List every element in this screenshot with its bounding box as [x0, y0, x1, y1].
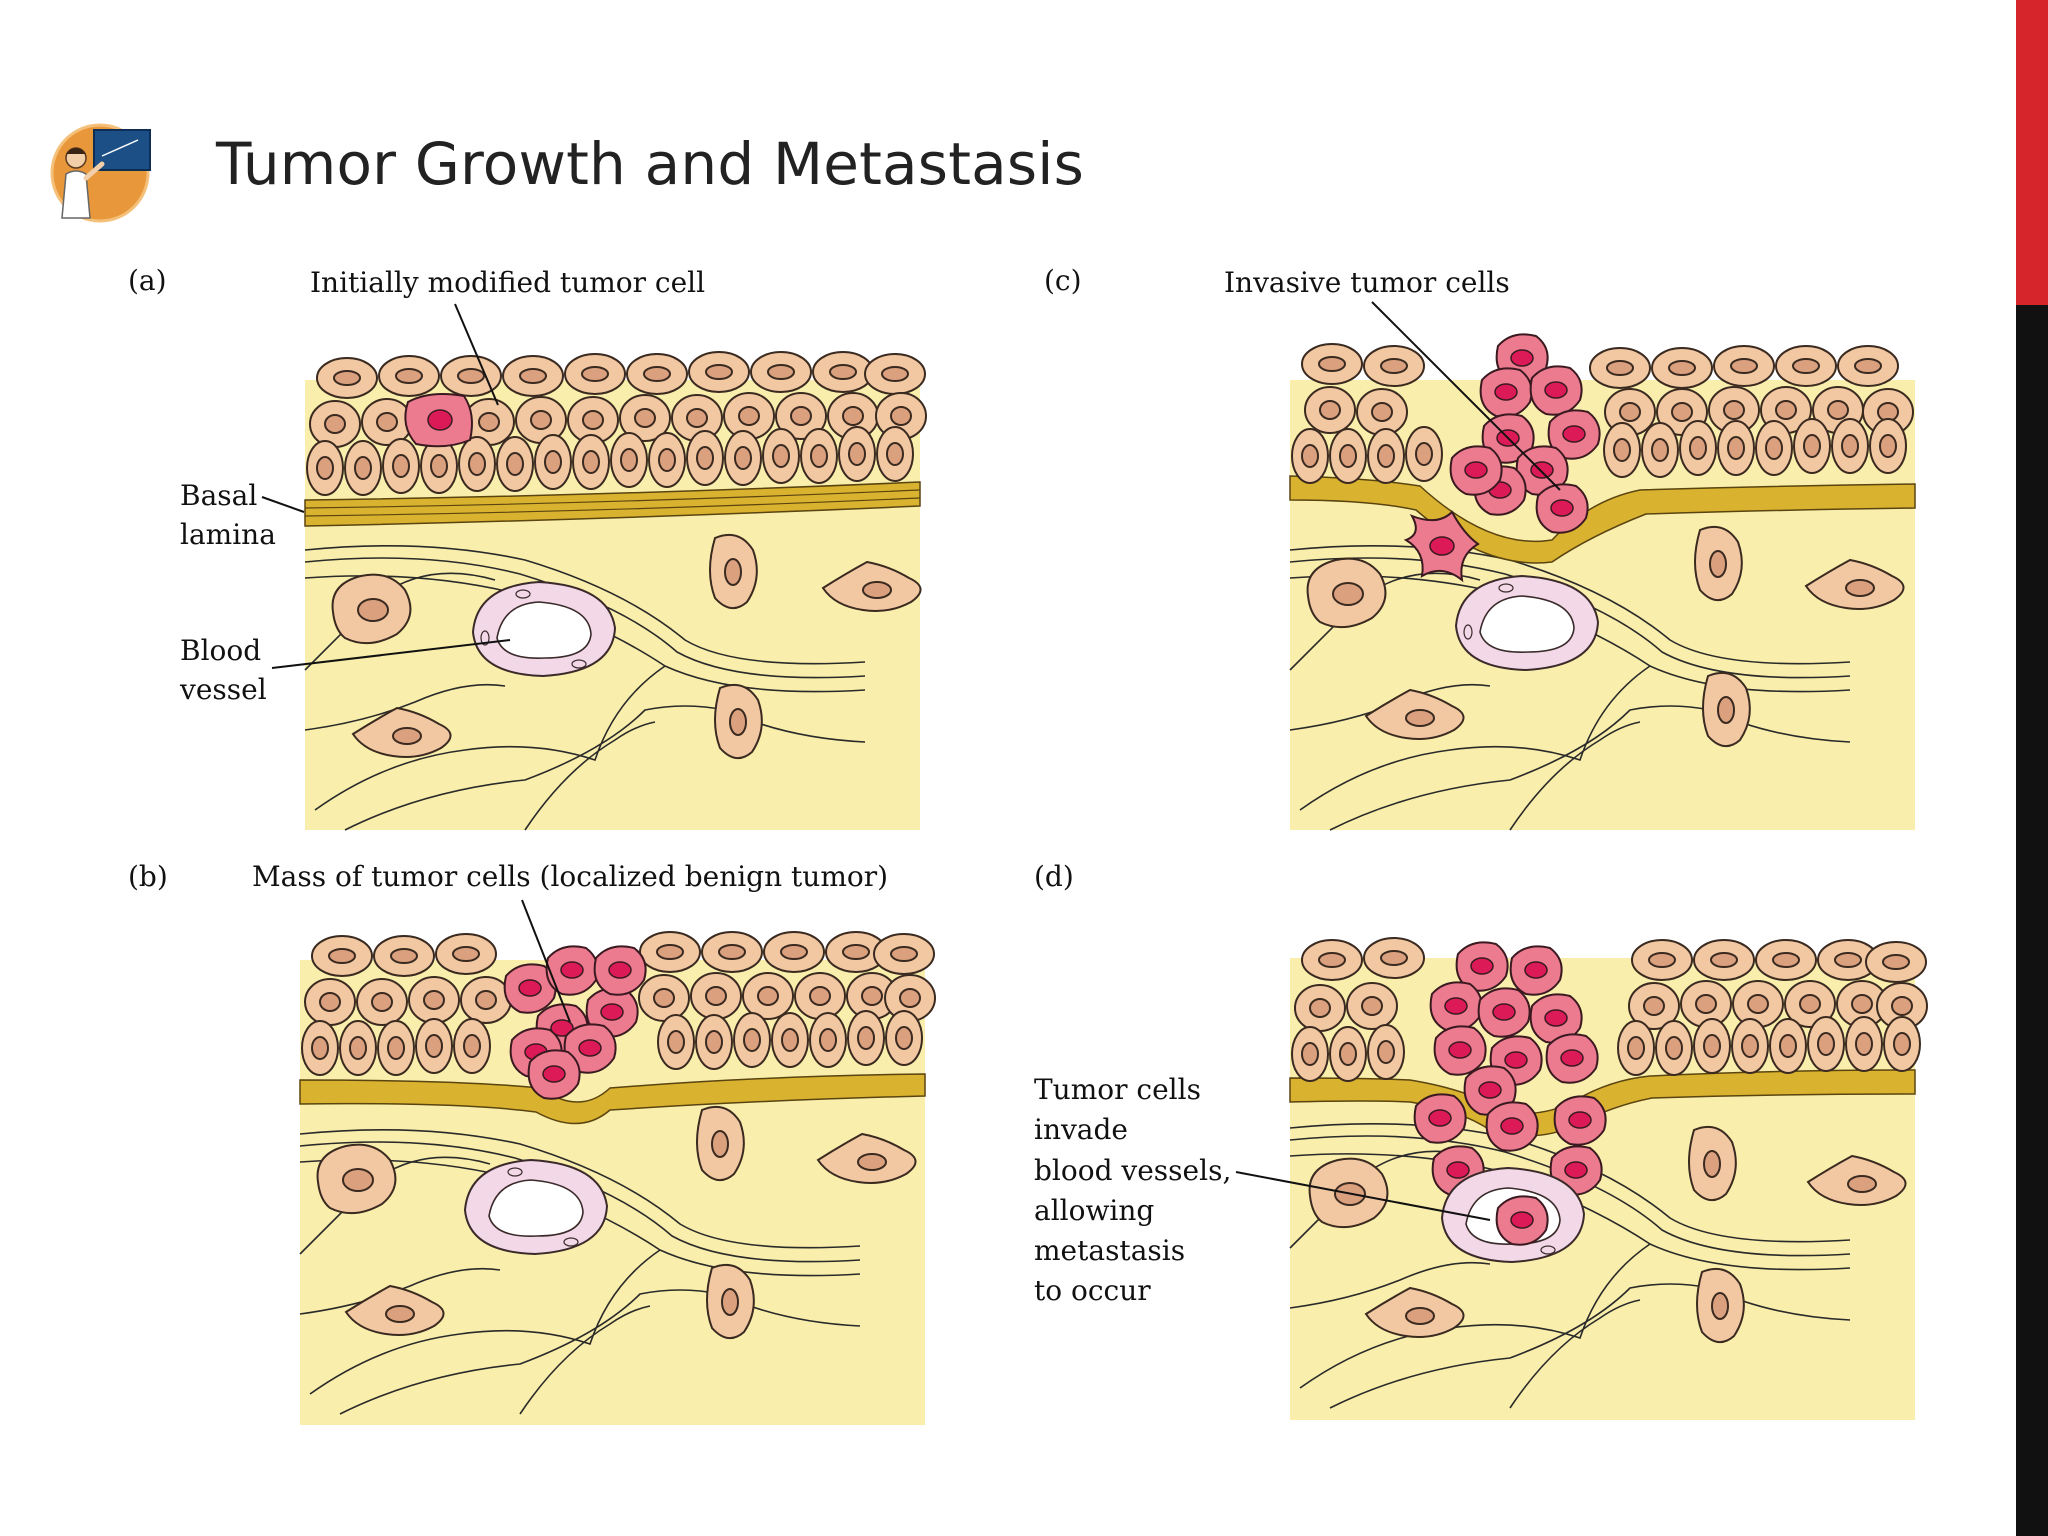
- label-d-line6: to occur: [1034, 1274, 1151, 1307]
- panel-b-caption: Mass of tumor cells (localized benign tu…: [252, 860, 888, 893]
- label-d-line5: metastasis: [1034, 1234, 1185, 1267]
- panel-a-caption: Initially modified tumor cell: [310, 266, 705, 299]
- panel-c-caption: Invasive tumor cells: [1224, 266, 1510, 299]
- slide-edge-bar: [2016, 0, 2048, 1536]
- label-blood: Blood: [180, 634, 261, 667]
- label-d-line3: blood vessels,: [1034, 1154, 1231, 1187]
- label-basal: Basal: [180, 479, 257, 512]
- label-lamina: lamina: [180, 518, 276, 551]
- slide-title: Tumor Growth and Metastasis: [216, 130, 1085, 198]
- teacher-at-board-icon: [50, 123, 151, 223]
- label-d-line4: allowing: [1034, 1194, 1154, 1227]
- panel-c-letter: (c): [1044, 264, 1082, 297]
- panel-d: (d) Tumor cells invade: [1034, 860, 1928, 1420]
- panel-a: (a) Initially modified tumor cell: [128, 264, 927, 831]
- panel-a-letter: (a): [128, 264, 167, 297]
- panel-b-letter: (b): [128, 860, 168, 893]
- slide-accent-bar: [2016, 0, 2048, 305]
- panel-c: (c) Invasive tumor cells: [1044, 264, 1916, 831]
- label-d-line2: invade: [1034, 1113, 1128, 1146]
- label-d-line1: Tumor cells: [1034, 1073, 1201, 1106]
- panel-b: (b) Mass of tumor cells (localized benig…: [128, 860, 936, 1425]
- panel-d-letter: (d): [1034, 860, 1074, 893]
- label-vessel: vessel: [179, 673, 267, 706]
